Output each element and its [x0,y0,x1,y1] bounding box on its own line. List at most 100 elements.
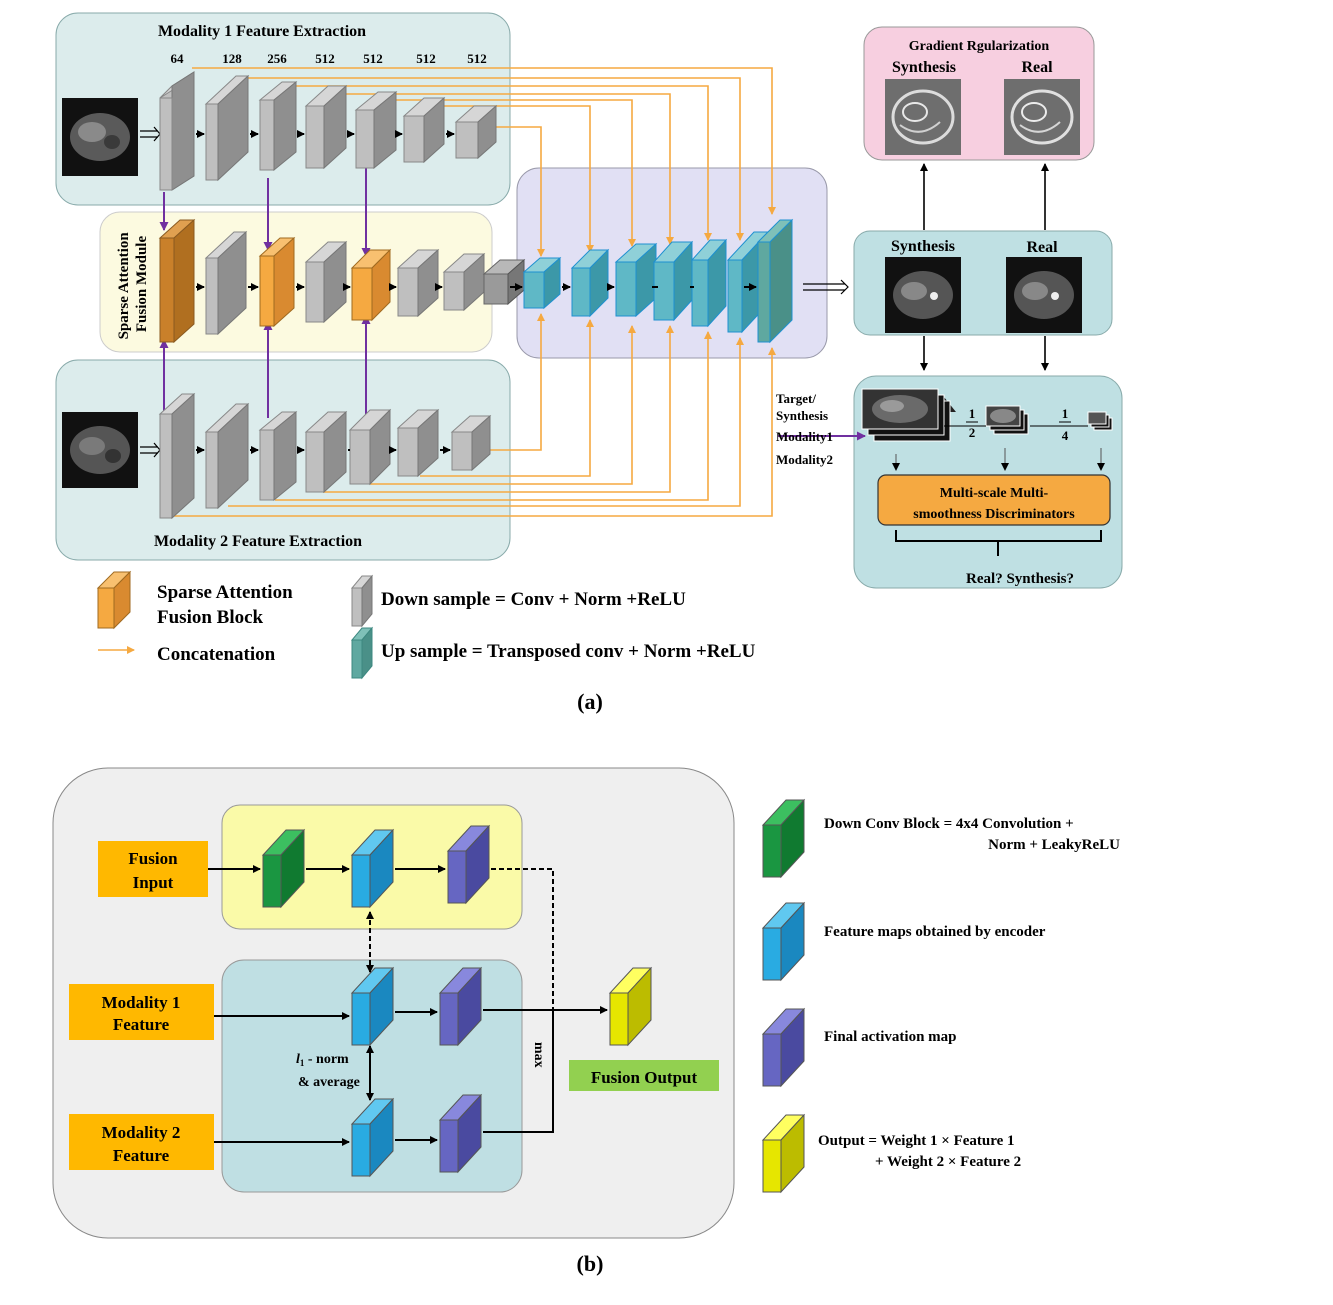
legend-down-conv-line1: Down Conv Block = 4x4 Convolution + [824,816,1074,832]
up-sample-block [614,242,658,318]
l1-symbol: l [296,1052,300,1067]
down-sample-block [454,104,498,160]
channel-labels: 64 128 256 512 512 512 512 [171,51,487,66]
channel-label: 256 [267,51,287,66]
modality1-feature-box [69,984,214,1040]
discriminator-stack-full [861,388,956,442]
legend-down-conv-line2: Norm + LeakyReLU [988,837,1120,853]
legend-sparse-block-icon [96,570,132,630]
panel-b-arrows [208,865,608,1146]
output-synthesis-image [885,257,961,333]
legend-down-sample: Down sample = Conv + Norm +ReLU [381,589,686,610]
output-real-label: Real [1026,239,1058,256]
legend-sparse-block-line1: Sparse Attention [157,582,293,603]
up-sample-block [652,240,694,322]
legend-down-conv-icon [761,798,806,879]
sparse-attention-block [258,236,296,328]
down-sample-block [304,410,348,494]
down-sample-block [354,90,398,170]
fusion-module-title-line1: Sparse Attention [116,232,132,340]
sparse-attention-block [350,248,392,322]
feature-map-block [350,1097,395,1178]
discriminators-label-line2: smoothness Discriminators [913,507,1075,522]
channel-label: 512 [363,51,383,66]
panel-b: Fusion Input Modality 1 Feature Modality… [52,767,1120,1276]
modality1-feature-line2: Feature [113,1015,170,1034]
channel-label: 64 [171,51,185,66]
down-sample-block [258,80,298,172]
activation-map-block [438,966,483,1047]
channel-label: 128 [222,51,242,66]
down-sample-block [204,74,250,182]
channel-label: 512 [315,51,335,66]
fusion-input-box [98,841,208,897]
l1-norm-label: l1 - norm [296,1052,349,1068]
gradient-real-image [1004,79,1080,155]
fusion-input-line1: Fusion [128,849,178,868]
disc-input-modality2: Modality2 [776,452,833,467]
legend-output-line1: Output = Weight 1 × Feature 1 [818,1133,1015,1149]
modality2-feature-box [69,1114,214,1170]
disc-input-modality1: Modality1 [776,429,833,444]
down-sample-block [158,392,196,520]
legend-output-line2: + Weight 2 × Feature 2 [875,1154,1021,1170]
gradient-title: Gradient Rgularization [909,39,1050,54]
down-sample-block [396,408,440,478]
caption-a: (a) [577,689,603,714]
discriminator-question: Real? Synthesis? [966,571,1074,587]
sparse-attention-block [158,218,196,344]
down-sample-block [396,248,440,318]
fusion-output-box [569,1060,719,1091]
down-sample-block [450,414,492,472]
modality2-title: Modality 2 Feature Extraction [154,533,362,550]
decoder [522,218,794,344]
discriminator-stack-half [985,405,1029,435]
average-label: & average [298,1075,360,1090]
discriminator-brace [895,530,1102,556]
down-sample-block [304,84,348,170]
concatenation-lines-bottom [170,313,776,517]
legend-final-activation: Final activation map [824,1029,957,1045]
scale-half-den: 2 [969,425,976,440]
discriminators-box [877,474,1111,526]
modality2-encoder [158,392,492,520]
up-sample-block [756,218,794,344]
activation-map-block [446,824,491,905]
modality1-feature-line1: Modality 1 [102,993,181,1012]
down-sample-block [442,252,486,312]
up-sample-block [570,248,610,318]
down-sample-block [258,410,298,502]
input-arrows [140,126,849,458]
disc-input-target: Target/ [776,391,816,406]
output-block [608,966,653,1047]
legend-output-icon [761,1113,806,1194]
activation-map-block [438,1093,483,1174]
feature-map-block [350,966,395,1047]
down-sample-block [204,402,250,510]
disc-input-synthesis: Synthesis [776,408,828,423]
caption-b: (b) [577,1251,604,1276]
down-sample-block [402,96,446,164]
scale-fractions: 1 2 1 4 [966,406,1071,443]
gradient-synthesis-label: Synthesis [892,59,956,76]
legend-activation-icon [761,1007,806,1088]
output-real-image [1006,257,1082,333]
fusion-encoder [158,218,526,344]
discriminator-stack-quarter [1087,411,1113,431]
fusion-output-label: Fusion Output [591,1068,698,1087]
scale-quarter-den: 4 [1062,428,1069,443]
legend-up-sample: Up sample = Transposed conv + Norm +ReLU [381,641,756,662]
channel-label: 512 [416,51,436,66]
bottleneck-block [482,258,526,306]
down-sample-block [348,408,392,486]
discriminators-label-line1: Multi-scale Multi- [940,486,1049,501]
modality2-input-image [62,412,138,488]
panel-a: Modality 1 Feature Extraction Modality 2… [55,12,1123,714]
down-sample-block [204,230,248,336]
channel-label: 512 [467,51,487,66]
up-sample-block [522,256,562,310]
modality2-feature-line1: Modality 2 [102,1123,181,1142]
discriminator-arrows [892,448,1105,471]
up-sample-block [690,238,728,328]
